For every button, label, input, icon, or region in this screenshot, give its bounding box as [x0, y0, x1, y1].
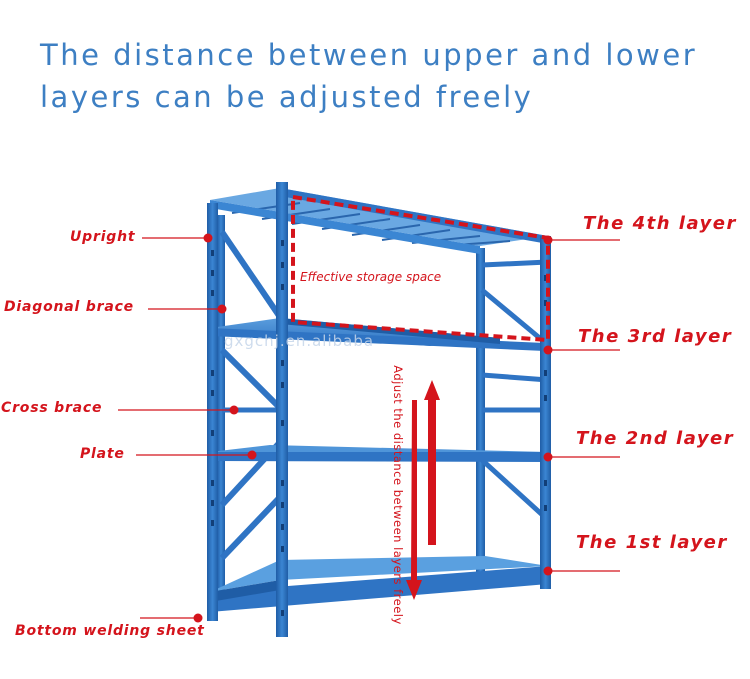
side-frame-braces: [219, 230, 285, 561]
headline-line-1: The distance between upper and lower: [40, 38, 698, 72]
label-upright: Upright: [70, 229, 136, 245]
effective-storage-outline: [291, 194, 550, 343]
label-cross-brace: Cross brace: [1, 400, 103, 416]
adjust-arrows: [406, 380, 440, 600]
right-frame-braces: [480, 259, 550, 522]
label-bottom-welding-sheet: Bottom welding sheet: [15, 623, 205, 639]
label-layer-3: The 3rd layer: [578, 326, 733, 347]
effective-storage-label: Effective storage space: [300, 270, 442, 284]
label-layer-1: The 1st layer: [576, 532, 728, 553]
shelf-4: [210, 188, 548, 254]
label-diagonal-brace: Diagonal brace: [4, 299, 134, 315]
label-layer-2: The 2nd layer: [576, 428, 735, 449]
headline: The distance between upper and lower lay…: [40, 34, 740, 118]
shelf-1: [210, 556, 548, 612]
shelf-2: [210, 445, 548, 462]
label-layer-4: The 4th layer: [583, 213, 737, 234]
back-uprights: [217, 215, 485, 610]
upright-holes: [211, 240, 547, 616]
leader-dots: [193, 233, 553, 623]
adjust-distance-note: Adjust the distance between layers freel…: [391, 365, 405, 625]
leader-lines: [118, 237, 620, 619]
label-plate: Plate: [80, 446, 125, 462]
watermark: gxgchj.en.alibaba: [224, 332, 375, 350]
front-uprights: [207, 182, 551, 637]
headline-line-2: layers can be adjusted freely: [40, 80, 534, 114]
